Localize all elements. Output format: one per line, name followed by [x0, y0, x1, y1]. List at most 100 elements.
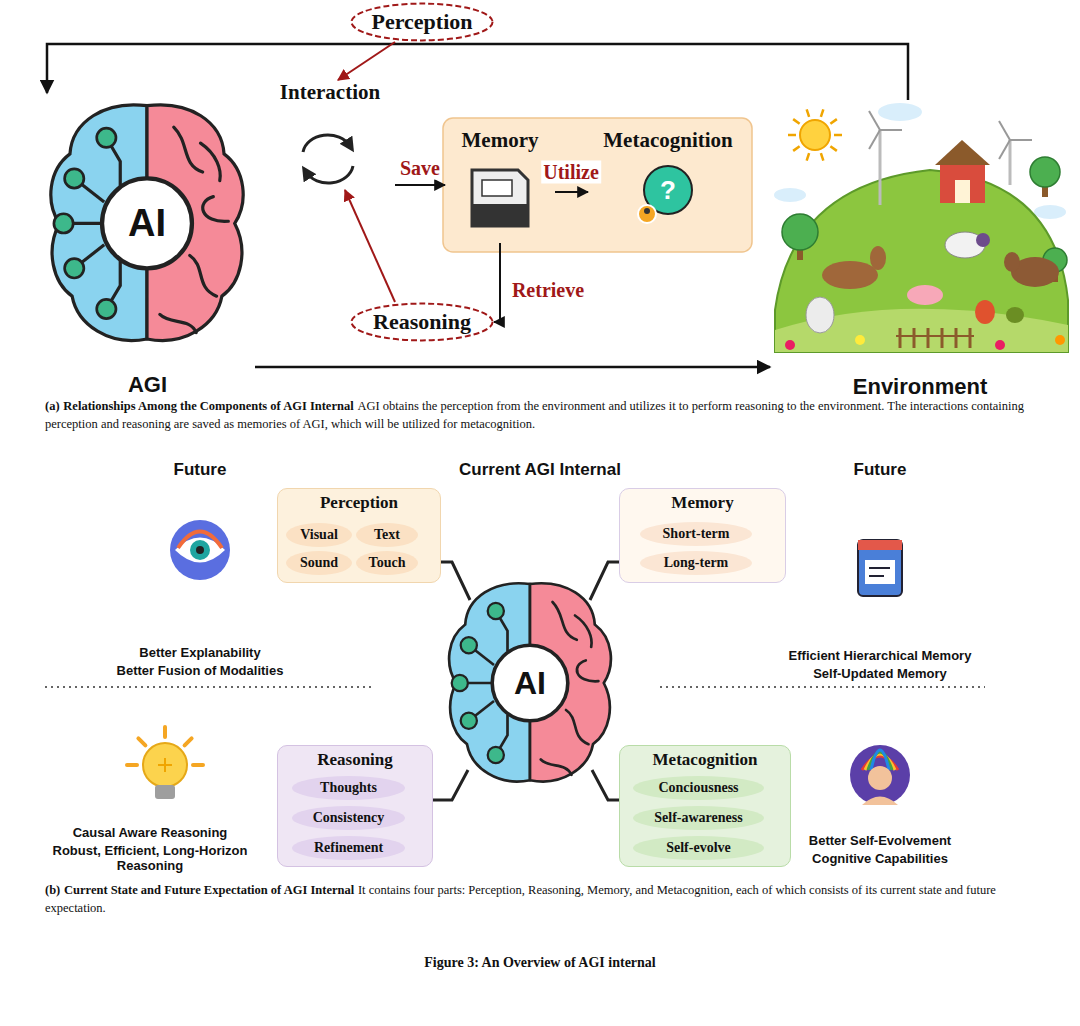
tree-crown [782, 214, 818, 250]
modality-pill: Text [356, 523, 418, 547]
node-text: AGI [128, 372, 167, 398]
brain-fold [575, 616, 592, 648]
memory-card-line [869, 567, 890, 569]
tree-crown [1030, 157, 1060, 187]
future-text: Cognitive Capabilities [750, 851, 1010, 866]
caption-tag: (a) [45, 399, 60, 413]
barn-roof [935, 140, 990, 165]
bulb-ray [185, 738, 192, 745]
circuit-dot [97, 299, 116, 318]
barn [940, 165, 985, 203]
memory-panel [443, 118, 752, 252]
node-text: Conciousness [658, 780, 738, 796]
fence-post [955, 328, 958, 348]
node-text: Refinement [314, 840, 383, 856]
eye-iris [190, 540, 210, 560]
circuit-dot [65, 169, 84, 188]
node-text: Perception [278, 493, 440, 513]
node-text: Thoughts [320, 780, 377, 796]
cloud [878, 103, 922, 121]
brain-fold [541, 760, 572, 775]
connector-arrow [345, 190, 395, 302]
sun-ray [793, 119, 799, 124]
future-text: Self-Updated Memory [750, 666, 1010, 681]
person-face [868, 766, 892, 790]
horse-head [870, 246, 886, 270]
dashed-ellipse-outline [351, 4, 492, 41]
subcaption: (a)Relationships Among the Components of… [45, 398, 1040, 433]
sun-ray [830, 119, 836, 124]
brain-fold [553, 602, 577, 640]
node-text: Metacognition [603, 128, 732, 153]
sun [800, 120, 830, 150]
perception-box: PerceptionVisualTextSoundTouch [277, 488, 441, 583]
memory-card-icon [472, 170, 528, 226]
duck [1006, 307, 1024, 323]
pig [907, 285, 943, 305]
memory-card-label [482, 180, 512, 196]
brain-fold [577, 661, 599, 682]
brain-icon [51, 105, 243, 341]
separator [45, 686, 375, 688]
reasoning-pill: Thoughts [292, 776, 405, 800]
connector-arrow [395, 184, 445, 186]
dashed-ellipse-outline [351, 304, 492, 341]
column-heading: Current AGI Internal [459, 460, 621, 480]
brain-fold [566, 710, 589, 744]
node-text: Interaction [280, 80, 380, 105]
windmill-pole [1009, 140, 1012, 185]
edge-label: Utilize [541, 161, 601, 184]
future-text: Better Fusion of Modalities [70, 663, 330, 678]
icon-text: AI [128, 202, 166, 245]
hill [775, 170, 1068, 352]
node-text: Perception [371, 9, 472, 35]
memory-node: Memory [445, 128, 555, 243]
subcaption: (b) Current State and Future Expectation … [45, 882, 1040, 917]
person-badge [638, 205, 656, 223]
node-text: Memory [462, 128, 539, 153]
node-text: Reasoning [373, 309, 471, 335]
edge-label: Save [398, 157, 442, 180]
sun-ray [807, 153, 809, 161]
bulb-key [158, 758, 172, 772]
horse [822, 261, 878, 289]
column-heading: Future [174, 460, 227, 480]
node-text: Memory [620, 493, 785, 513]
node-text: Self-evolve [666, 840, 731, 856]
flower [995, 340, 1005, 350]
modality-pill: Touch [356, 551, 418, 575]
bulb-ray [193, 763, 203, 767]
fence-rail [896, 335, 974, 337]
cow-head [1004, 252, 1020, 272]
caption-tag: (b) [45, 883, 60, 897]
edge-label: Retrieve [510, 279, 586, 302]
memory-pill: Short-term [640, 522, 752, 546]
bulb-base [155, 785, 175, 799]
sun-ray [807, 109, 809, 117]
sun-ray [793, 146, 799, 151]
node-text: Metacognition [620, 750, 790, 770]
circuit-dot [54, 214, 73, 233]
windmill-blade [880, 129, 902, 131]
environment-node: Environment [770, 100, 1070, 400]
goat [806, 297, 834, 333]
metacognition-box: MetacognitionConciousnessSelf-awarenessS… [619, 745, 791, 867]
circuit-dot [452, 675, 468, 691]
future-text: Causal Aware Reasoning [40, 825, 260, 840]
column-heading: Future [854, 460, 907, 480]
caption-heading: Current State and Future Expectation of … [64, 883, 354, 897]
lightbulb-icon [143, 743, 187, 787]
circuit-dot [461, 637, 477, 653]
memory-card-icon [858, 540, 902, 596]
circuit-dot [488, 603, 504, 619]
interaction-node: Interaction [265, 80, 395, 190]
sheep-head [976, 233, 990, 247]
node-text: Environment [853, 374, 987, 400]
bulb-ray [163, 727, 167, 737]
barn-door [955, 180, 970, 203]
windmill-pole [879, 130, 882, 205]
windmill-blade [869, 130, 880, 149]
eye-icon [170, 520, 230, 580]
node-text: Text [374, 527, 400, 543]
